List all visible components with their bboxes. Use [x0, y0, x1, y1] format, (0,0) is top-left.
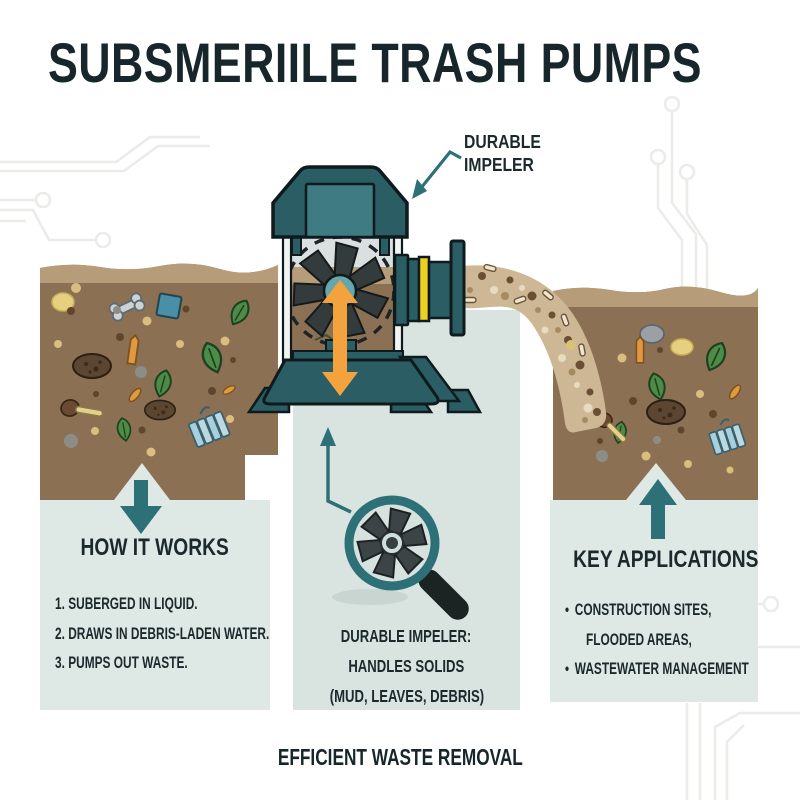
tan-specks: [54, 283, 234, 457]
pump-illustration: [246, 165, 483, 414]
list-item: •WASTEWATER MANAGEMENT: [565, 660, 749, 678]
circuit-nodes: [34, 95, 780, 613]
stone-icon: [639, 324, 665, 344]
yellow-blob-icon: [670, 338, 694, 356]
stick-icon: [635, 335, 645, 364]
magnifier-handle: [418, 569, 469, 620]
cap-tab-right: [379, 236, 390, 256]
durable-impeller-label: DURABLE IMPELER: [464, 131, 541, 175]
pump-base-skirt: [262, 358, 440, 406]
circuit-traces: [0, 111, 800, 800]
step-item: 3. PUMPS OUT WASTE.: [55, 654, 188, 672]
yellow-blob-icon: [51, 292, 75, 312]
discharge-pipe: [393, 239, 466, 337]
list-item: •CONSTRUCTION SITES,: [565, 601, 712, 619]
callout-arrow-line: [326, 441, 352, 514]
right-pool-debris-icons: [590, 324, 747, 474]
discharge-stream: [462, 263, 607, 433]
how-it-works-panel: [40, 463, 270, 710]
dark-specks: [597, 347, 717, 444]
right-debris-pool: [553, 286, 758, 505]
page-title: SUBSMERIILE TRASH PUMPS: [48, 31, 702, 94]
blue-block-icon: [155, 292, 183, 320]
step-item: 2. DRAWS IN DEBRIS-LADEN WATER.: [55, 624, 270, 643]
key-applications-heading: KEY APPLICATIONS: [573, 546, 759, 573]
cap-tab-left: [291, 236, 302, 256]
gray-specks: [596, 436, 661, 462]
motor-cap-panel: [304, 182, 376, 239]
callout-arrow-head: [320, 427, 336, 446]
stream-debris: [463, 263, 601, 423]
footer-tagline: EFFICIENT WASTE REMOVAL: [277, 744, 523, 770]
pipe-end-flange: [449, 239, 466, 337]
gray-specks: [64, 306, 147, 448]
key-applications-list: •CONSTRUCTION SITES, FLOODED AREAS, •WAS…: [565, 596, 800, 685]
magnified-impeller-blades: [356, 507, 428, 579]
dark-specks: [67, 305, 236, 434]
down-arrow-icon: [120, 480, 162, 534]
how-it-works-heading: HOW IT WORKS: [80, 534, 230, 561]
flow-double-arrow-icon: [322, 280, 358, 396]
yellow-coupling: [417, 255, 431, 323]
left-pool-debris-icons: [51, 283, 255, 457]
rock-icon: [72, 353, 112, 379]
step-item: 1. SUBERGED IN LIQUID.: [55, 595, 198, 613]
left-debris-pool: [40, 263, 278, 505]
rock-icon: [144, 399, 176, 421]
list-item: FLOODED AREAS,: [586, 630, 692, 649]
impeller-callout-text: DURABLE IMPELER: HANDLES SOLIDS (MUD, LE…: [329, 626, 484, 706]
rock-icon: [646, 399, 686, 425]
how-it-works-steps: 1. SUBERGED IN LIQUID. 2. DRAWS IN DEBRI…: [55, 590, 353, 679]
up-arrow-icon: [639, 479, 677, 539]
label-arrow-icon: [412, 149, 462, 199]
magnifier-icon: [320, 427, 469, 620]
